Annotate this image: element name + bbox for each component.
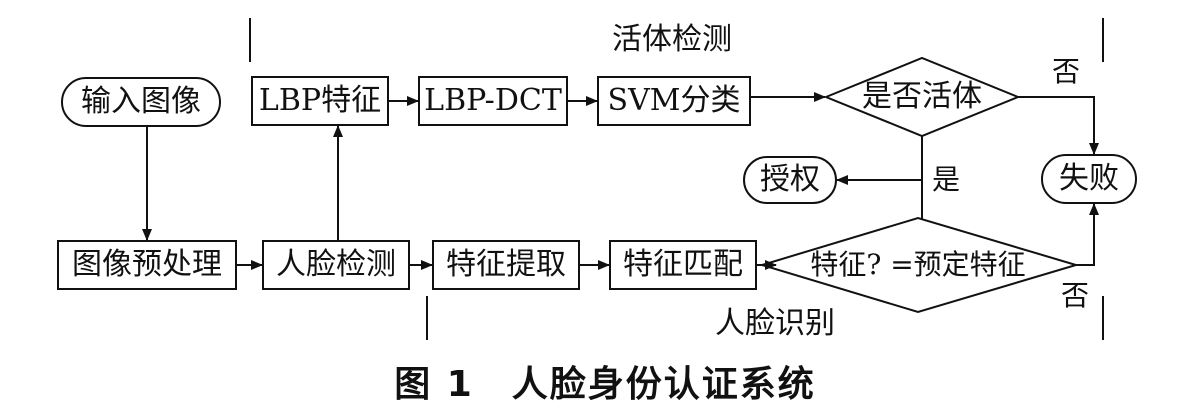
svm-box bbox=[597, 76, 751, 126]
preprocess-label: 图像预处理 bbox=[72, 247, 222, 282]
feature-extract-box bbox=[432, 240, 580, 290]
is-live-yes-label: 是 bbox=[931, 163, 961, 196]
liveness-section-title: 活体检测 bbox=[612, 22, 732, 57]
feature-match-box bbox=[609, 240, 757, 290]
preprocess-box bbox=[57, 240, 237, 290]
fail-label: 失败 bbox=[1059, 161, 1119, 196]
svm-label: SVM分类 bbox=[607, 83, 741, 118]
arrow-is-live-no-to-fail bbox=[1018, 96, 1099, 155]
match-decision-label: 特征? =预定特征 bbox=[810, 248, 1026, 281]
lbp-dct-label: LBP-DCT bbox=[424, 83, 562, 118]
is-live-no-label: 否 bbox=[1051, 55, 1081, 88]
recognition-section-title: 人脸识别 bbox=[715, 306, 835, 341]
lbp-feature-label: LBP特征 bbox=[258, 83, 382, 118]
lbp-dct-box bbox=[418, 76, 568, 126]
figure-caption: 图 1 人脸身份认证系统 bbox=[394, 364, 816, 405]
match-no-label: 否 bbox=[1060, 279, 1090, 312]
feature-match-label: 特征匹配 bbox=[623, 247, 743, 282]
input-image-label: 输入图像 bbox=[81, 84, 201, 119]
input-image-node bbox=[61, 77, 221, 127]
arrow-match-no-to-fail bbox=[1076, 203, 1099, 266]
face-detect-box bbox=[262, 240, 410, 290]
feature-extract-label: 特征提取 bbox=[446, 247, 566, 282]
face-detect-label: 人脸检测 bbox=[276, 247, 396, 282]
is-live-label: 是否活体 bbox=[862, 79, 982, 114]
authorize-label: 授权 bbox=[760, 162, 820, 197]
